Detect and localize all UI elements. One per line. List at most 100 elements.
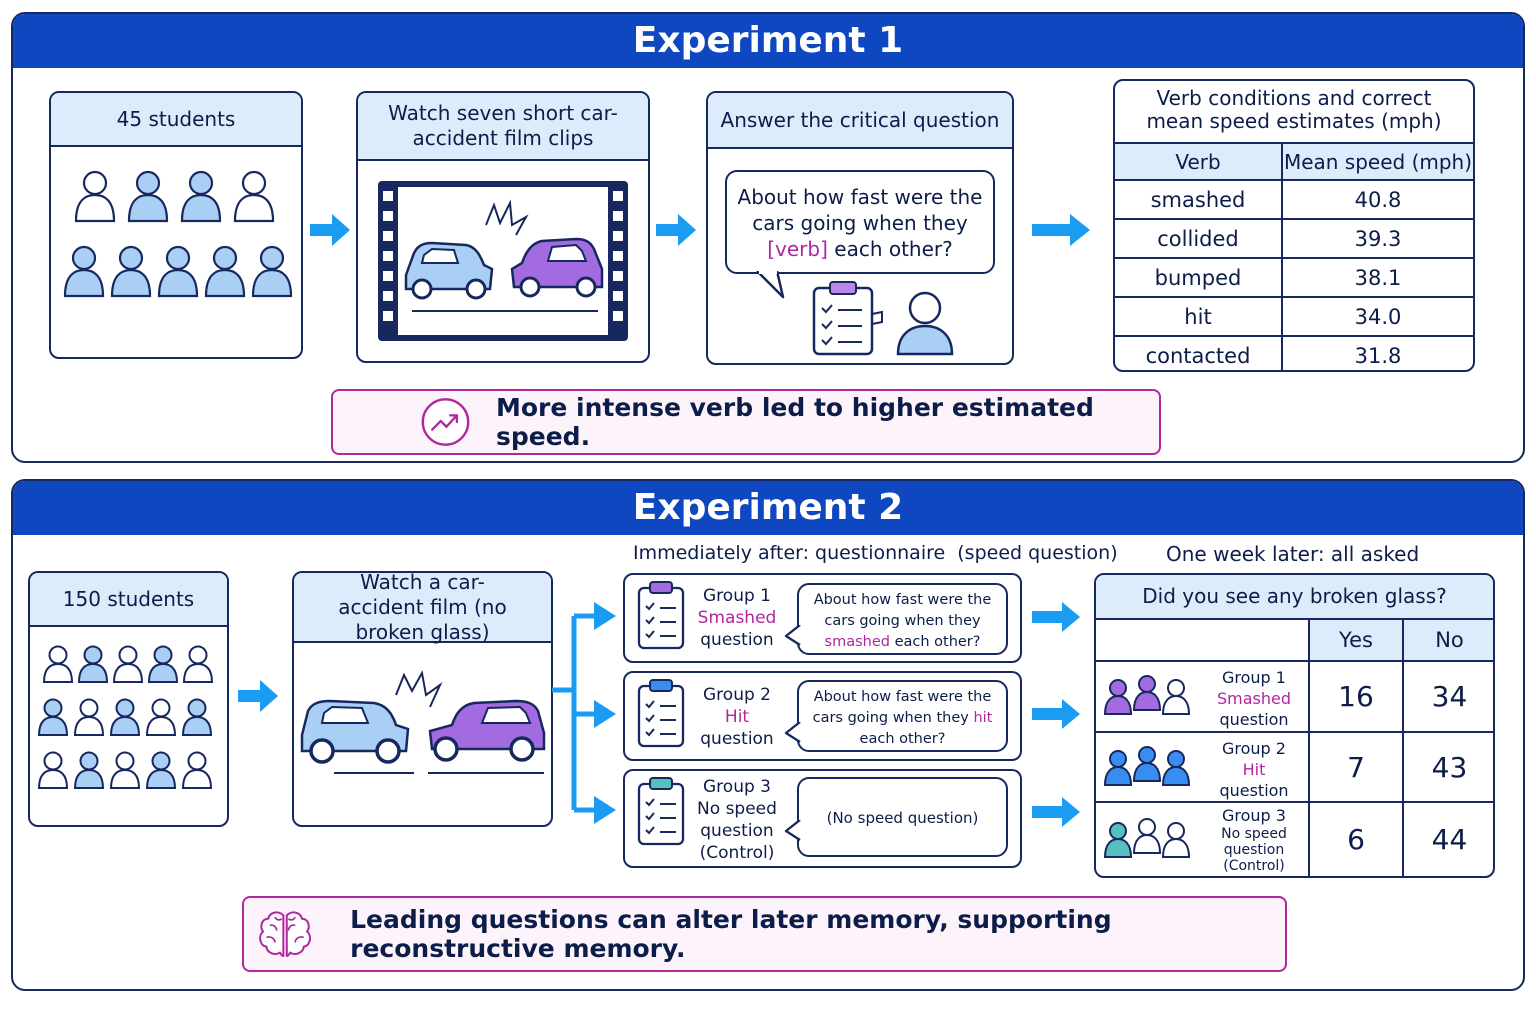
yes-cell: 16	[1308, 660, 1404, 733]
bubble-tail-icon	[756, 271, 785, 299]
clipboard-icon	[637, 581, 685, 650]
experiment-2-title: Experiment 2	[13, 481, 1523, 535]
group-name: Group 3	[1222, 806, 1286, 825]
group-name: Group 2	[1222, 739, 1286, 758]
group-condition: No speed	[1221, 826, 1287, 842]
speed-cell: 31.8	[1281, 335, 1473, 370]
question-verb: smashed	[824, 634, 890, 650]
question-text-pre: About how fast were the cars going when …	[737, 185, 983, 235]
watch-film-box-exp1: Watch seven short car-accident film clip…	[356, 91, 650, 363]
people-icon	[1104, 818, 1190, 858]
experiment-1-title: Experiment 1	[13, 14, 1523, 68]
question-verb: hit	[973, 710, 993, 726]
speed-cell: 39.3	[1281, 218, 1473, 259]
group-name: Group 2	[703, 685, 771, 705]
group-2-label: Group 2 Hit question	[692, 684, 782, 750]
group-condition: Smashed	[697, 608, 777, 628]
group-3-question-bubble: (No speed question)	[797, 777, 1008, 857]
conclusion-exp1: More intense verb led to higher estimate…	[331, 389, 1161, 455]
question-verb: [verb]	[767, 237, 828, 261]
speed-header: Mean speed (mph)	[1281, 142, 1473, 181]
verb-cell: hit	[1115, 296, 1283, 337]
group-3-row-label: Group 3 No speed question (Control)	[1096, 801, 1310, 876]
verb-header: Verb	[1115, 142, 1283, 181]
no-cell: 34	[1402, 660, 1493, 733]
yes-header: Yes	[1308, 618, 1404, 662]
group-condition: Hit	[724, 707, 750, 727]
verb-table-title: Verb conditions and correct mean speed e…	[1146, 86, 1442, 133]
answer-question-label: Answer the critical question	[708, 93, 1012, 149]
speed-cell: 38.1	[1281, 257, 1473, 298]
film-strip-icon	[378, 181, 628, 341]
group-condition: Hit	[1242, 760, 1266, 779]
students-icon-group	[63, 170, 293, 298]
question-text-post: each other?	[859, 731, 946, 747]
watch-film-box-exp2: Watch a car-accident film (no broken gla…	[292, 571, 553, 827]
speed-cell: 34.0	[1281, 296, 1473, 337]
immediate-label: Immediately after: questionnaire (speed …	[633, 542, 1118, 564]
students-label: 150 students	[30, 573, 227, 627]
verb-cell: bumped	[1115, 257, 1283, 298]
students-box-exp2: 150 students	[28, 571, 229, 827]
critical-question-bubble: About how fast were the cars going when …	[725, 170, 995, 274]
person-icon	[896, 291, 954, 356]
branch-arrows-icon	[552, 602, 616, 824]
group-1-label: Group 1 Smashed question	[692, 585, 782, 651]
speed-cell: 40.8	[1281, 179, 1473, 220]
arrow-right-icon	[1032, 214, 1090, 246]
no-header: No	[1402, 618, 1493, 662]
arrow-right-icon	[310, 214, 350, 246]
group-2-row-label: Group 2 Hit question	[1096, 731, 1310, 803]
car-crash-icon	[300, 670, 546, 774]
no-question-text: (No speed question)	[826, 809, 979, 827]
question-text-pre: About how fast were the cars going when …	[812, 689, 992, 726]
people-icon	[1104, 675, 1190, 715]
watch-film-label: Watch seven short car-accident film clip…	[358, 93, 648, 161]
glass-table: Yes No Group 1 Smashed question 16 34 Gr…	[1096, 618, 1493, 876]
glass-question: Did you see any broken glass?	[1096, 575, 1493, 620]
arrow-right-icon	[1032, 699, 1080, 729]
students-icon-group	[38, 645, 213, 789]
conclusion-exp2: Leading questions can alter later memory…	[242, 896, 1287, 972]
students-box-exp1: 45 students	[49, 91, 303, 359]
bubble-tail-icon	[784, 625, 801, 646]
group-2-question-bubble: About how fast were the cars going when …	[797, 680, 1008, 752]
bubble-tail-icon	[784, 820, 801, 841]
no-cell: 43	[1402, 731, 1493, 803]
conclusion-text: Leading questions can alter later memory…	[350, 905, 1112, 963]
arrow-right-icon	[656, 214, 696, 246]
brain-icon	[259, 911, 312, 958]
people-icon	[1104, 746, 1190, 786]
verb-cell: smashed	[1115, 179, 1283, 220]
group-suffix: question	[1219, 710, 1289, 729]
group-suffix: question	[1219, 781, 1289, 800]
question-text-post: each other?	[894, 634, 981, 650]
group-suffix: question	[700, 630, 774, 650]
clipboard-icon	[812, 281, 883, 356]
clipboard-icon	[637, 679, 685, 748]
no-cell: 44	[1402, 801, 1493, 876]
trend-up-icon	[421, 398, 470, 446]
clipboard-icon	[637, 777, 685, 846]
yes-cell: 6	[1308, 801, 1404, 876]
week-later-label: One week later: all asked	[1166, 542, 1420, 566]
yes-cell: 7	[1308, 731, 1404, 803]
bubble-tail-icon	[784, 722, 801, 743]
arrow-right-icon	[1032, 602, 1080, 632]
question-text-pre: About how fast were the cars going when …	[813, 592, 992, 629]
group-suffix: question	[700, 729, 774, 749]
arrow-right-icon	[238, 680, 278, 712]
verb-cell: collided	[1115, 218, 1283, 259]
group-name: Group 1	[1222, 668, 1286, 687]
students-label: 45 students	[51, 93, 301, 147]
empty-header-cell	[1096, 618, 1310, 662]
group-condition: Smashed	[1216, 689, 1292, 708]
group-condition: No speed question (Control)	[697, 799, 777, 863]
watch-film-label: Watch a car-accident film (no broken gla…	[294, 573, 551, 644]
group-3-label: Group 3 No speed question (Control)	[697, 776, 777, 864]
broken-glass-table: Did you see any broken glass? Yes No Gro…	[1094, 573, 1495, 878]
group-1-question-bubble: About how fast were the cars going when …	[797, 583, 1008, 655]
group-1-row-label: Group 1 Smashed question	[1096, 660, 1310, 733]
arrow-right-icon	[1032, 797, 1080, 827]
